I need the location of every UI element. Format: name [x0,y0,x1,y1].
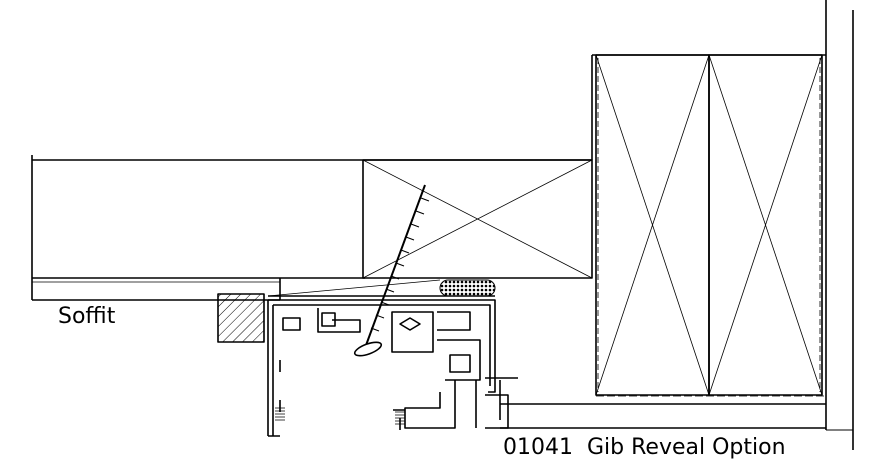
framing-stud-right [708,54,823,396]
hatched-batten [217,293,265,343]
window-head-profile [267,299,518,437]
drawing-code: 01041 [503,435,573,460]
seal-packer [439,279,496,297]
fixing-screw [353,184,430,357]
framing-stud-left [595,54,710,396]
timber-block [362,159,593,279]
drawing-title: Gib Reveal Option [587,435,786,460]
brush-seals [275,407,405,425]
gib-lining [500,395,826,429]
wall [825,0,854,450]
drawing-caption: 01041 Gib Reveal Option [503,437,786,459]
soffit-label: Soffit [58,304,116,329]
